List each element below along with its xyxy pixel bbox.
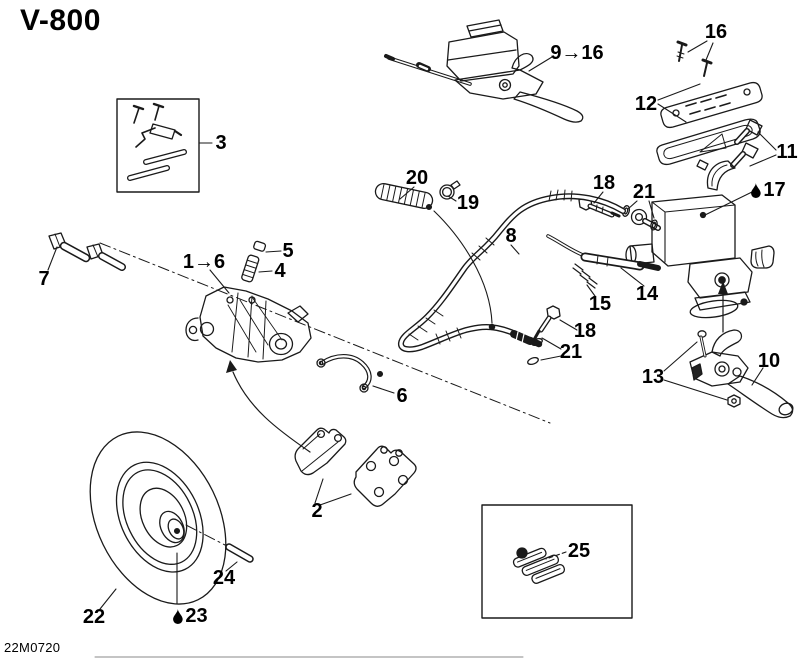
part-number-label: 7 [38, 268, 50, 290]
part-callout-1-6-14: 1→6 [183, 252, 225, 272]
lubricant-drop-icon [751, 182, 761, 198]
center-lines [99, 242, 551, 546]
part-number-label: 2 [311, 500, 323, 522]
part-callout-14-11: 14 [636, 284, 658, 304]
part-callout-10-21: 10 [758, 351, 780, 371]
lower-banjo-fitting [527, 305, 561, 366]
part-number-label: 11 [776, 141, 798, 163]
reservoir-cap-and-screws [656, 40, 763, 166]
leader-lines [47, 40, 777, 610]
part-callout-15-12: 15 [589, 294, 611, 314]
part-callout-19-10: 19 [457, 193, 479, 213]
brake-disc [89, 431, 254, 605]
part-number-label: 10 [757, 350, 781, 372]
part-number-label: 25 [567, 540, 591, 562]
assembly-arrows [226, 281, 728, 453]
master-cylinder-assembly [384, 19, 584, 123]
part-callout-6-17: 6 [396, 386, 407, 406]
part-number-label: 13 [641, 366, 665, 388]
brake-hose [376, 189, 626, 378]
part-callout-17-5: 17 [750, 179, 786, 201]
part-callout-2-22: 2 [311, 501, 322, 521]
part-number-label: 16 [704, 21, 728, 43]
part-callout-24-25: 24 [213, 568, 235, 588]
outlet-line-and-ties [546, 234, 661, 289]
part-callout-4-16: 4 [274, 261, 285, 281]
part-number-label: 24 [212, 567, 236, 589]
part-callout-23-24: 23 [172, 605, 208, 627]
part-number-label: 17 [763, 179, 786, 201]
drawing-number-label: 22M0720 [4, 640, 61, 655]
part-callout-13-20: 13 [642, 367, 664, 387]
part-number-label: 21 [632, 181, 656, 203]
part-number-label: 9→16 [550, 42, 604, 64]
part-callout-3-0: 3 [215, 133, 226, 153]
page-title: V-800 [20, 4, 101, 37]
part-callout-8-8: 8 [505, 226, 516, 246]
clip-kit-box [481, 504, 633, 619]
part-number-label: 21 [559, 341, 583, 363]
part-number-label: 14 [635, 283, 659, 305]
bleeder-valve [241, 240, 267, 283]
part-number-label: 15 [588, 293, 612, 315]
lubricant-drop-icon [173, 608, 183, 624]
tool-kit-box [116, 98, 200, 193]
caliper-mounting-bolts [48, 232, 126, 271]
part-number-label: 20 [405, 167, 429, 189]
part-callout-21-7: 21 [633, 182, 655, 202]
part-number-label: 1→6 [182, 251, 226, 273]
part-number-label: 12 [634, 93, 658, 115]
brake-pads [294, 427, 417, 507]
brake-caliper [185, 286, 312, 363]
part-number-label: 8 [505, 225, 517, 247]
part-callout-20-9: 20 [406, 168, 428, 188]
master-cylinder-body [625, 194, 775, 319]
part-callout-12-3: 12 [635, 94, 657, 114]
part-callout-11-4: 11 [776, 142, 797, 162]
part-number-label: 18 [592, 172, 616, 194]
part-number-label: 4 [274, 260, 286, 282]
part-callout-5-15: 5 [282, 241, 293, 261]
part-number-label: 22 [82, 606, 106, 628]
part-callout-22-23: 22 [83, 607, 105, 627]
part-callout-18-6: 18 [593, 173, 615, 193]
upper-banjo-fitting [578, 196, 661, 231]
part-number-label: 3 [215, 132, 227, 154]
part-callout-16-2: 16 [705, 22, 727, 42]
part-callout-25-26: 25 [568, 541, 590, 561]
part-number-label: 19 [456, 192, 480, 214]
part-number-label: 23 [185, 605, 208, 627]
part-number-label: 6 [396, 385, 408, 407]
hose-sleeve-and-clamp [374, 180, 493, 324]
brake-lever-assembly [689, 329, 794, 419]
part-number-label: 5 [282, 240, 294, 262]
part-callout-9-16-1: 9→16 [550, 43, 603, 63]
part-callout-21-19: 21 [560, 342, 582, 362]
part-callout-18-18: 18 [574, 321, 596, 341]
part-number-label: 18 [573, 320, 597, 342]
part-callout-7-13: 7 [38, 269, 49, 289]
handlebar-clamp-bolts [696, 119, 763, 191]
crossover-hose [316, 353, 372, 393]
